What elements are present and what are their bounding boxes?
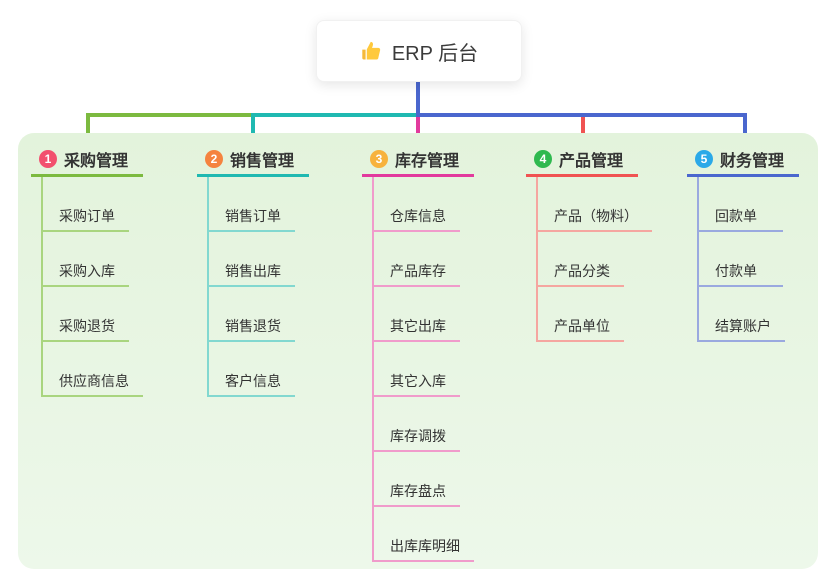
root-node[interactable]: ERP 后台 [316, 20, 522, 82]
branch-header-purchase[interactable]: 1 采购管理 [31, 146, 143, 177]
mindmap-child-node[interactable]: 销售订单 [209, 177, 295, 232]
mindmap-child-node[interactable]: 产品单位 [538, 287, 624, 342]
child-label: 出库库明细 [390, 538, 460, 554]
branch-title: 采购管理 [64, 152, 129, 170]
branch-inventory: 3 库存管理 仓库信息 产品库存 其它出库 其它入库 库存调拨 库存盘点 出库库… [362, 146, 474, 562]
branch-title: 库存管理 [395, 152, 460, 170]
mindmap-child-node[interactable]: 采购订单 [43, 177, 129, 232]
branch-children: 仓库信息 产品库存 其它出库 其它入库 库存调拨 库存盘点 出库库明细 [372, 177, 474, 562]
branch-header-finance[interactable]: 5 财务管理 [687, 146, 799, 177]
mindmap-child-node[interactable]: 库存调拨 [374, 397, 460, 452]
branch-children: 销售订单 销售出库 销售退货 客户信息 [207, 177, 295, 397]
mindmap-child-node[interactable]: 供应商信息 [43, 342, 143, 397]
child-label: 结算账户 [715, 318, 771, 334]
branch-number-badge: 1 [39, 149, 57, 168]
mindmap-child-node[interactable]: 产品库存 [374, 232, 460, 287]
branch-children: 产品（物料） 产品分类 产品单位 [536, 177, 652, 342]
mindmap-child-node[interactable]: 回款单 [699, 177, 783, 232]
mindmap-child-node[interactable]: 仓库信息 [374, 177, 460, 232]
mindmap-child-node[interactable]: 采购退货 [43, 287, 129, 342]
connector-drop-finance [743, 113, 747, 144]
child-label: 采购入库 [59, 263, 115, 279]
mindmap-child-node[interactable]: 销售出库 [209, 232, 295, 287]
mindmap-child-node[interactable]: 库存盘点 [374, 452, 460, 507]
branch-title: 财务管理 [720, 152, 785, 170]
branch-finance: 5 财务管理 回款单 付款单 结算账户 [687, 146, 799, 342]
branch-title: 产品管理 [559, 152, 624, 170]
thumbs-up-icon [360, 40, 382, 62]
child-label: 库存盘点 [390, 483, 446, 499]
mindmap-child-node[interactable]: 出库库明细 [374, 507, 474, 562]
child-label: 销售订单 [225, 208, 281, 224]
child-label: 销售出库 [225, 263, 281, 279]
branch-header-sales[interactable]: 2 销售管理 [197, 146, 309, 177]
root-stem-line [416, 82, 420, 114]
branch-sales: 2 销售管理 销售订单 销售出库 销售退货 客户信息 [197, 146, 309, 397]
branch-product: 4 产品管理 产品（物料） 产品分类 产品单位 [526, 146, 652, 342]
connector-drop-sales [251, 113, 255, 144]
connector-rail-blue [416, 113, 747, 117]
branch-children: 回款单 付款单 结算账户 [697, 177, 785, 342]
child-label: 产品库存 [390, 263, 446, 279]
child-label: 产品（物料） [554, 208, 638, 224]
branch-children: 采购订单 采购入库 采购退货 供应商信息 [41, 177, 143, 397]
child-label: 客户信息 [225, 373, 281, 389]
child-label: 仓库信息 [390, 208, 446, 224]
connector-rail-green [86, 113, 253, 117]
connector-drop-product [581, 117, 585, 144]
connector-drop-inventory [416, 117, 420, 144]
mindmap-child-node[interactable]: 产品（物料） [538, 177, 652, 232]
branch-number-badge: 3 [370, 149, 388, 168]
branch-title: 销售管理 [230, 152, 295, 170]
mindmap-child-node[interactable]: 其它入库 [374, 342, 460, 397]
root-title: ERP 后台 [391, 42, 479, 65]
mindmap-child-node[interactable]: 客户信息 [209, 342, 295, 397]
branch-number-badge: 5 [695, 149, 713, 168]
mindmap-child-node[interactable]: 销售退货 [209, 287, 295, 342]
connector-rail-teal [251, 113, 416, 117]
child-label: 库存调拨 [390, 428, 446, 444]
child-label: 回款单 [715, 208, 757, 224]
child-label: 其它入库 [390, 373, 446, 389]
mindmap-child-node[interactable]: 产品分类 [538, 232, 624, 287]
branch-header-inventory[interactable]: 3 库存管理 [362, 146, 474, 177]
branch-number-badge: 2 [205, 149, 223, 168]
child-label: 供应商信息 [59, 373, 129, 389]
child-label: 采购订单 [59, 208, 115, 224]
branch-purchase: 1 采购管理 采购订单 采购入库 采购退货 供应商信息 [31, 146, 143, 397]
mindmap-panel [18, 133, 818, 569]
mindmap-child-node[interactable]: 付款单 [699, 232, 783, 287]
mindmap-child-node[interactable]: 其它出库 [374, 287, 460, 342]
connector-drop-purchase [86, 113, 90, 144]
mindmap-child-node[interactable]: 采购入库 [43, 232, 129, 287]
child-label: 采购退货 [59, 318, 115, 334]
branch-header-product[interactable]: 4 产品管理 [526, 146, 638, 177]
mindmap-child-node[interactable]: 结算账户 [699, 287, 785, 342]
child-label: 产品单位 [554, 318, 610, 334]
child-label: 销售退货 [225, 318, 281, 334]
child-label: 产品分类 [554, 263, 610, 279]
branch-number-badge: 4 [534, 149, 552, 168]
child-label: 付款单 [715, 263, 757, 279]
child-label: 其它出库 [390, 318, 446, 334]
